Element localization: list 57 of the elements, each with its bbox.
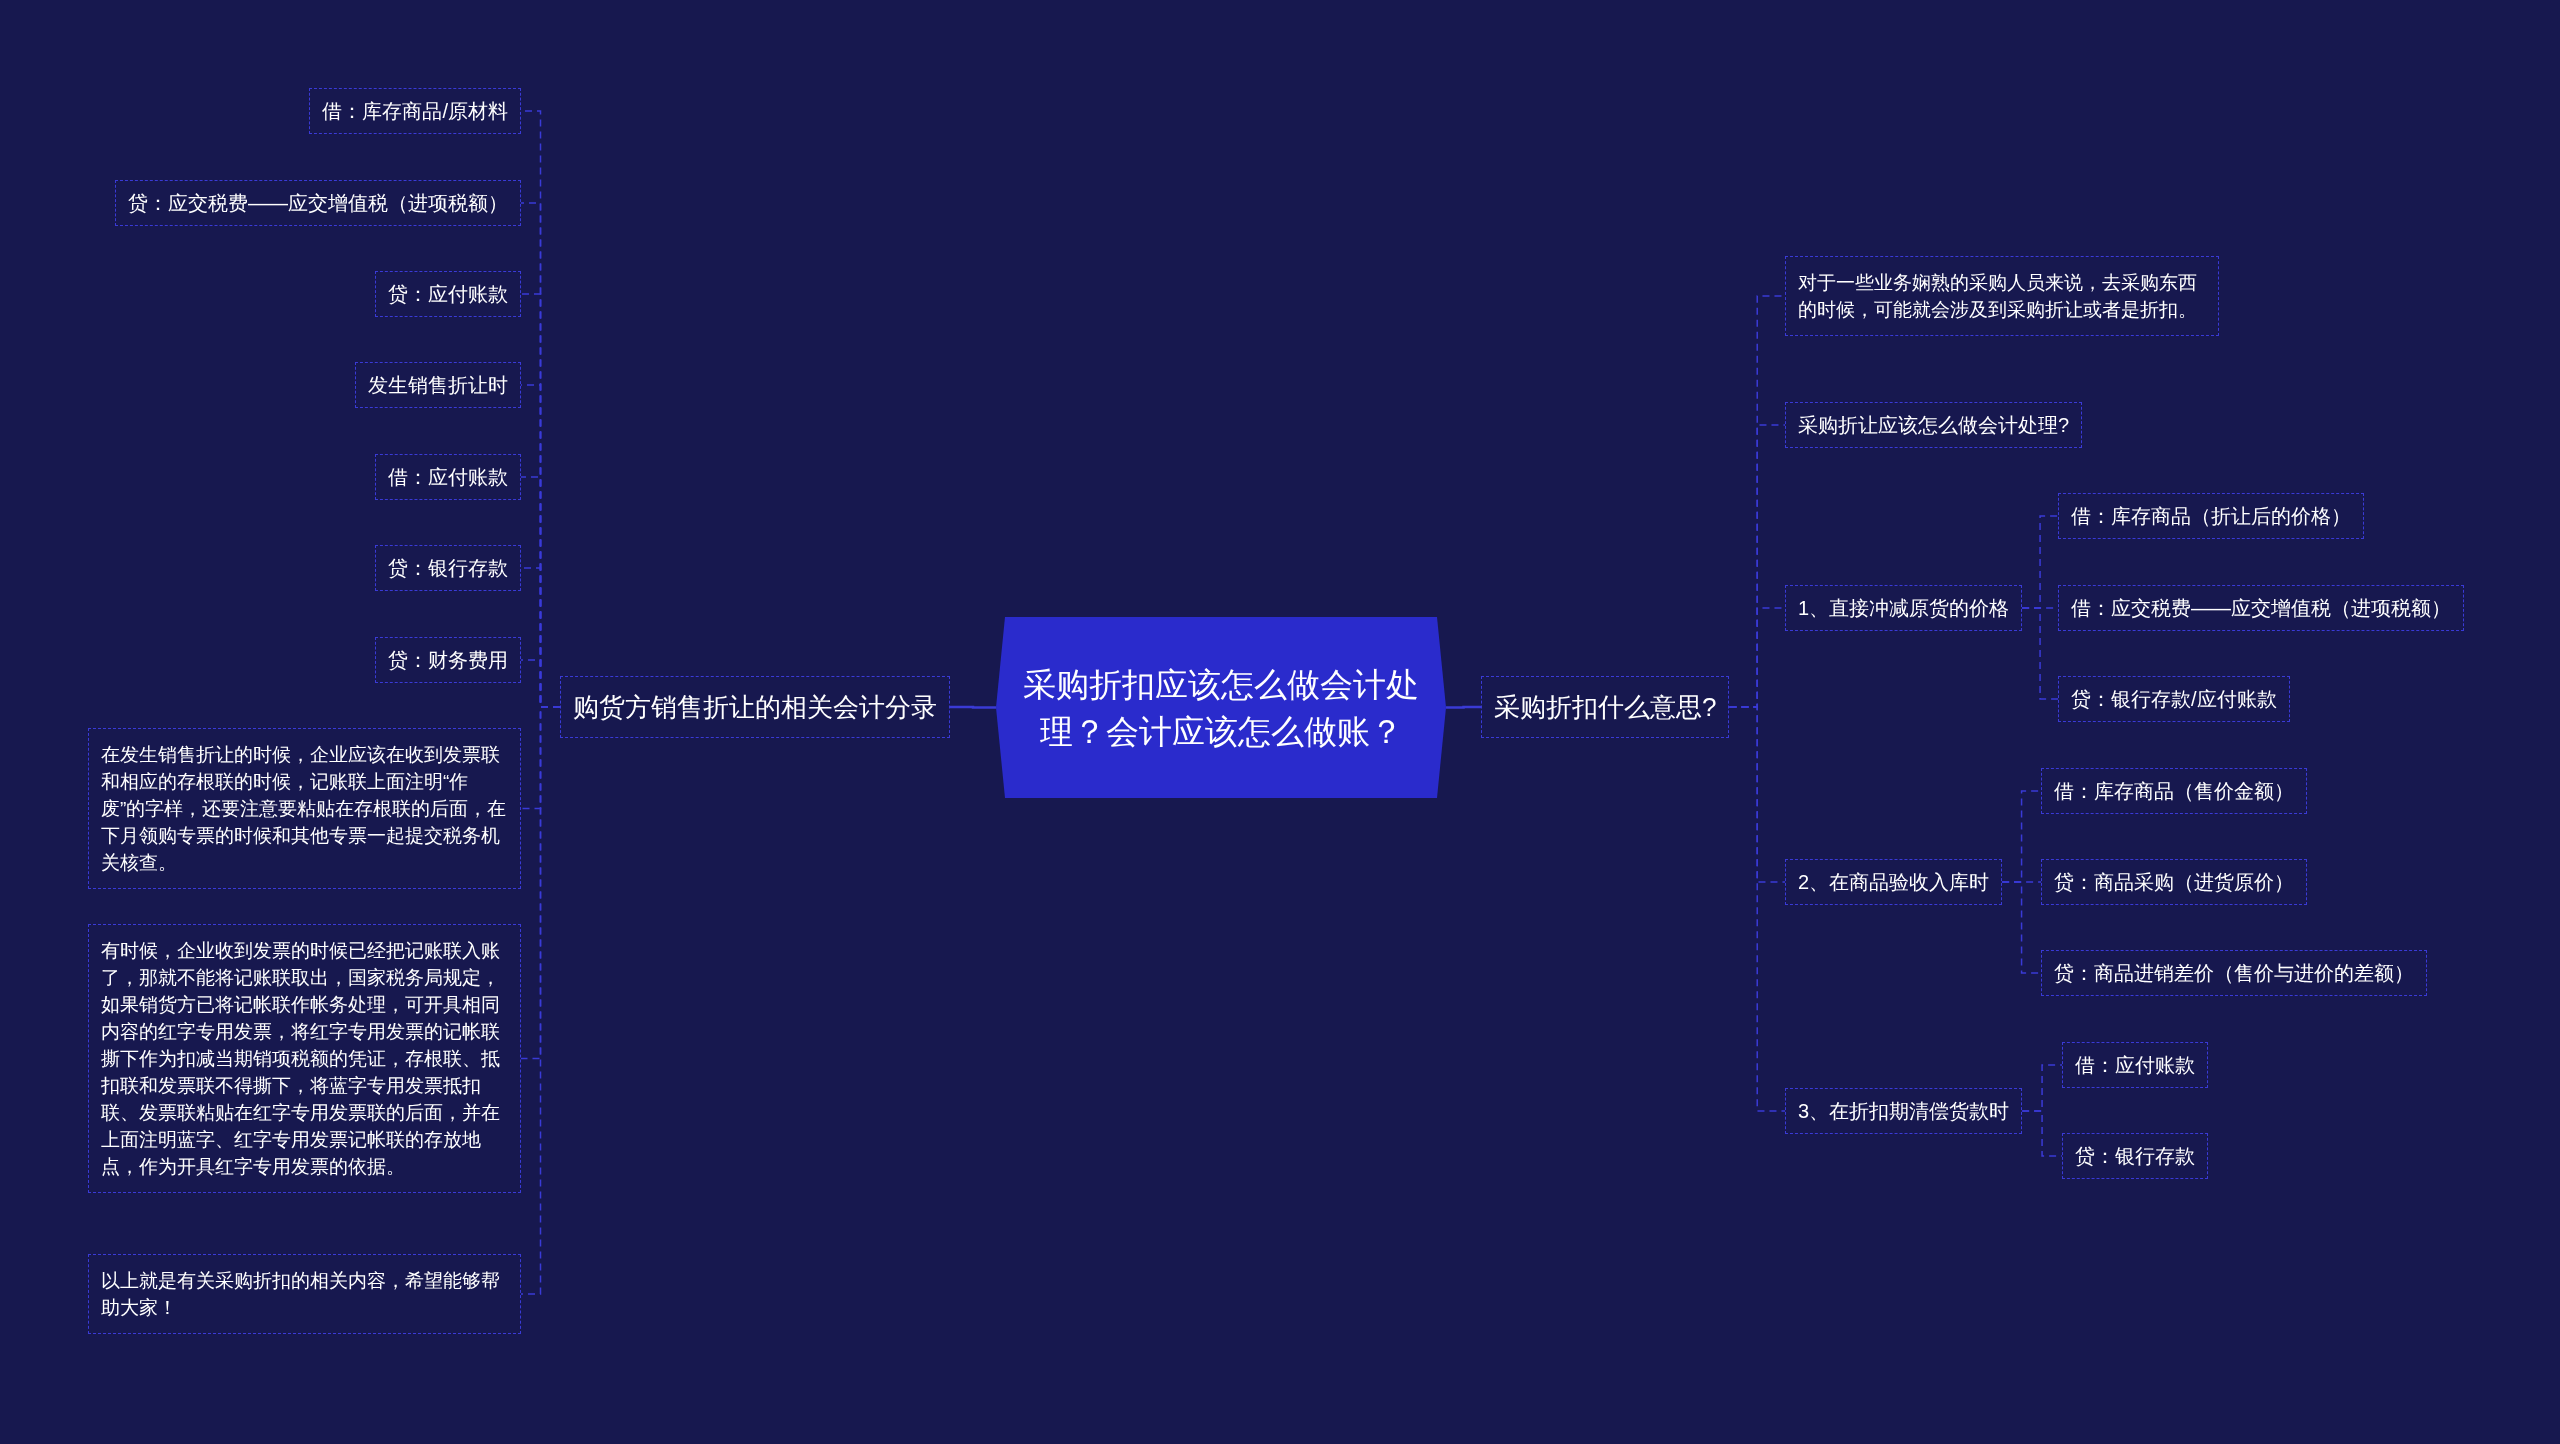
- subtopic-box: [2058, 585, 2464, 631]
- topic-text: 贷：财务费用: [388, 648, 508, 673]
- branch-topic: [1481, 676, 1730, 738]
- subtopic-box: [2041, 859, 2307, 905]
- note-box: [88, 924, 521, 1193]
- topic-text: 对于一些业务娴熟的采购人员来说，去采购东西的时候，可能就会涉及到采购折让或者是折扣。: [1798, 271, 2198, 322]
- topic-text: 贷：应交税费——应交增值税（进项税额）: [128, 191, 508, 216]
- topic-text: 贷：商品进销差价（售价与进价的差额）: [2054, 961, 2414, 986]
- subtopic-box: [1785, 859, 2003, 905]
- topic-text: 在发生销售折让的时候，企业应该在收到发票联和相应的存根联的时候，记账联上面注明“作废”的字样，还要注意要粘贴在存根联的后面，在下月领购专票的时候和其他专票一起提交税务机关核查。: [101, 743, 508, 875]
- topic-text: 借：库存商品/原材料: [322, 99, 508, 124]
- topic-text: 采购折扣什么意思?: [1494, 691, 1717, 723]
- branch-topic: [560, 676, 950, 738]
- subtopic-box: [115, 180, 521, 226]
- subtopic-box: [375, 271, 521, 317]
- central-topic: [996, 617, 1446, 798]
- topic-text: 借：应付账款: [388, 465, 508, 490]
- subtopic-box: [1785, 402, 2083, 448]
- connector-line: [1446, 705, 1481, 709]
- topic-text: 借：库存商品（折让后的价格）: [2071, 504, 2351, 529]
- topic-text: 借：库存商品（售价金额）: [2054, 779, 2294, 804]
- topic-text: 采购折扣应该怎么做会计处理？会计应该怎么做账？: [1022, 664, 1420, 752]
- topic-text: 3、在折扣期清偿货款时: [1798, 1099, 2010, 1124]
- note-box: [1785, 256, 2219, 336]
- topic-text: 贷：商品采购（进货原价）: [2054, 870, 2294, 895]
- topic-text: 借：应交税费——应交增值税（进项税额）: [2071, 596, 2451, 621]
- topic-text: 购货方销售折让的相关会计分录: [573, 691, 937, 723]
- topic-text: 发生销售折让时: [368, 373, 508, 398]
- topic-text: 1、直接冲减原货的价格: [1798, 596, 2010, 621]
- subtopic-box: [2041, 768, 2307, 814]
- subtopic-box: [2041, 950, 2427, 996]
- subtopic-box: [309, 88, 521, 134]
- topic-text: 贷：银行存款: [2075, 1144, 2195, 1169]
- connector-line: [950, 705, 996, 709]
- connector-line: [1728, 706, 1786, 1112]
- subtopic-box: [2058, 676, 2290, 722]
- note-box: [88, 728, 521, 889]
- subtopic-box: [375, 454, 521, 500]
- subtopic-box: [375, 637, 521, 683]
- topic-text: 采购折让应该怎么做会计处理?: [1798, 413, 2070, 438]
- topic-text: 贷：银行存款/应付账款: [2071, 687, 2277, 712]
- subtopic-box: [2062, 1133, 2208, 1179]
- topic-text: 借：应付账款: [2075, 1053, 2195, 1078]
- topic-text: 2、在商品验收入库时: [1798, 870, 1990, 895]
- connector-line: [2021, 1110, 2063, 1157]
- topic-text: 有时候，企业收到发票的时候已经把记账联入账了，那就不能将记账联取出，国家税务局规定，如果销货方已将记帐联作帐务处理，可开具相同内容的红字专用发票，将红字专用发票的记帐联撕下作为扣减当期销项税额的凭证，存根联、抵扣联和发票联不得撕下，将蓝字专用发票抵扣联、发票联粘贴在红字专用发票联的后面，并在上面注明蓝字、红字专用发票记帐联的存放地点，作为开具红字专用发票的依据。: [101, 939, 501, 1179]
- subtopic-box: [2058, 493, 2364, 539]
- subtopic-box: [375, 545, 521, 591]
- connector-line: [2021, 607, 2059, 700]
- subtopic-box: [1785, 585, 2023, 631]
- subtopic-box: [2062, 1042, 2208, 1088]
- subtopic-box: [1785, 1088, 2023, 1134]
- topic-text: 贷：银行存款: [388, 556, 508, 581]
- note-box: [88, 1254, 521, 1334]
- subtopic-box: [355, 362, 521, 408]
- topic-text: 贷：应付账款: [388, 282, 508, 307]
- topic-text: 以上就是有关采购折扣的相关内容，希望能够帮助大家！: [101, 1269, 501, 1320]
